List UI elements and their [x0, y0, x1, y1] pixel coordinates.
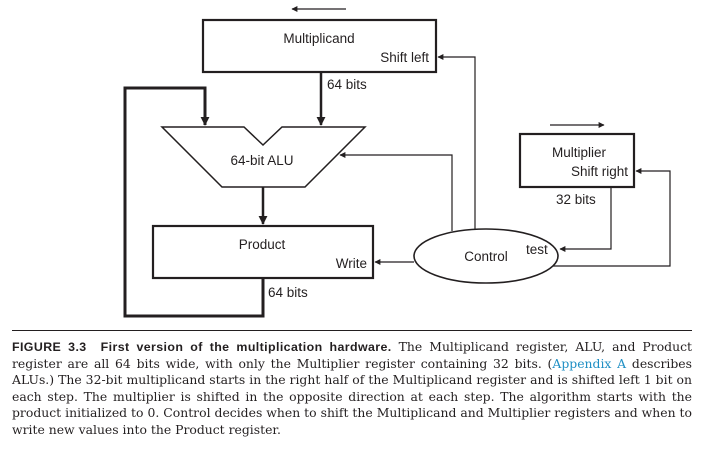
alu: 64-bit ALU	[160, 126, 367, 188]
control-to-multiplier-shift-line	[553, 168, 671, 267]
product-bits-label: 64 bits	[268, 285, 308, 300]
multiplier-label: Multiplier	[552, 145, 607, 160]
multiplicand-label: Multiplicand	[283, 31, 354, 46]
product-label: Product	[239, 237, 286, 252]
control-label: Control	[464, 249, 508, 264]
control-unit: Control test	[413, 228, 559, 284]
alu-label: 64-bit ALU	[230, 153, 293, 168]
figure-label: FIGURE 3.3	[12, 340, 87, 354]
multiplier-bits-label: 32 bits	[556, 192, 596, 207]
shift-left-label: Shift left	[380, 50, 429, 65]
multiplicand-bits-label: 64 bits	[327, 77, 367, 92]
multiplier-register: Multiplier Shift right	[518, 132, 636, 189]
control-to-alu-line	[339, 152, 453, 231]
caption-text-1: The Multiplicand register, ALU, and Prod…	[12, 339, 692, 371]
multiplier-to-control-test-line	[559, 187, 612, 252]
multiplicand-register: Multiplicand Shift left	[201, 18, 438, 74]
write-label: Write	[336, 256, 367, 271]
shift-right-label: Shift right	[571, 164, 628, 179]
test-label: test	[526, 242, 548, 257]
product-to-alu-feedback-bus	[123, 86, 265, 318]
appendix-a-link[interactable]: Appendix A	[552, 355, 627, 371]
control-to-multiplicand-shift-line	[437, 54, 476, 229]
figure-title: First version of the multiplication hard…	[100, 340, 392, 354]
product-register: Product Write	[151, 224, 375, 280]
caption-text-2: describes ALUs.) The 32-bit multiplicand…	[12, 355, 692, 437]
figure-caption: FIGURE 3.3 First version of the multipli…	[12, 330, 692, 439]
multiplication-hardware-diagram: Multiplicand Shift left 64 bits 64-bit A…	[123, 6, 671, 318]
